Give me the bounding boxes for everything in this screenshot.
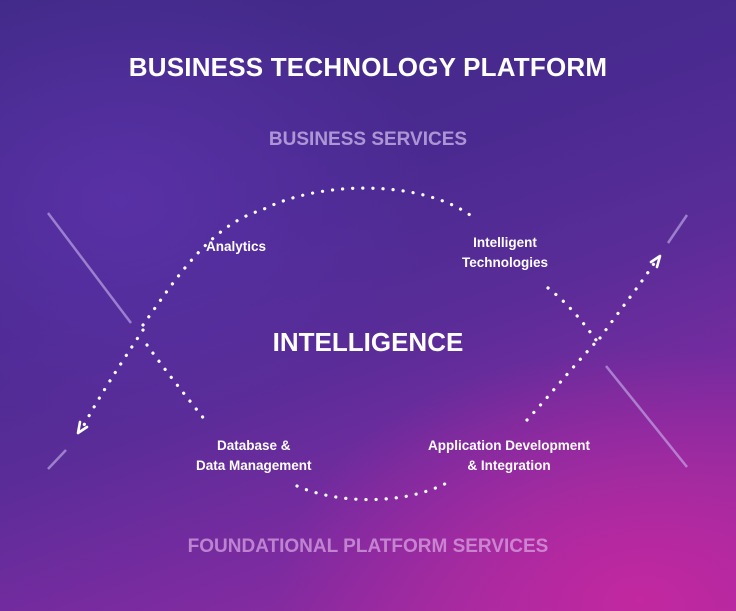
path-lower-right (525, 340, 598, 422)
decor-line-bottom-left (47, 449, 67, 470)
path-left-diagonal (82, 328, 145, 427)
path-upper-arc (141, 186, 472, 327)
node-analytics-label: Analytics (206, 239, 267, 254)
path-right-up (598, 260, 657, 340)
path-left-down (145, 343, 207, 422)
page-title: BUSINESS TECHNOLOGY PLATFORM (128, 52, 608, 82)
decor-line-bottom-right (605, 365, 688, 468)
node-analytics: Analytics (206, 237, 266, 257)
center-label-intelligence: INTELLIGENCE (272, 327, 464, 357)
node-intelligent-technologies-line2: Technologies (462, 255, 549, 270)
arrow-head-left-icon (76, 420, 89, 435)
node-database-data-management: Database & Data Management (196, 436, 312, 476)
node-database-line1: Database & (216, 438, 291, 453)
node-application-development-integration: Application Development & Integration (428, 436, 590, 476)
tier-business-services: BUSINESS SERVICES (268, 129, 468, 150)
node-database-line2: Data Management (196, 458, 312, 473)
decor-line-top-left (47, 212, 132, 324)
arrow-head-right-icon (649, 254, 662, 269)
tier-foundational-platform-services: FOUNDATIONAL PLATFORM SERVICES (187, 536, 549, 557)
node-appdev-line1: Application Development (428, 438, 591, 453)
node-intelligent-technologies-line1: Intelligent (473, 235, 537, 250)
node-intelligent-technologies: Intelligent Technologies (462, 233, 548, 273)
path-lower-arc (295, 478, 454, 502)
node-appdev-line2: & Integration (467, 458, 551, 473)
decor-line-top-right (666, 214, 689, 244)
